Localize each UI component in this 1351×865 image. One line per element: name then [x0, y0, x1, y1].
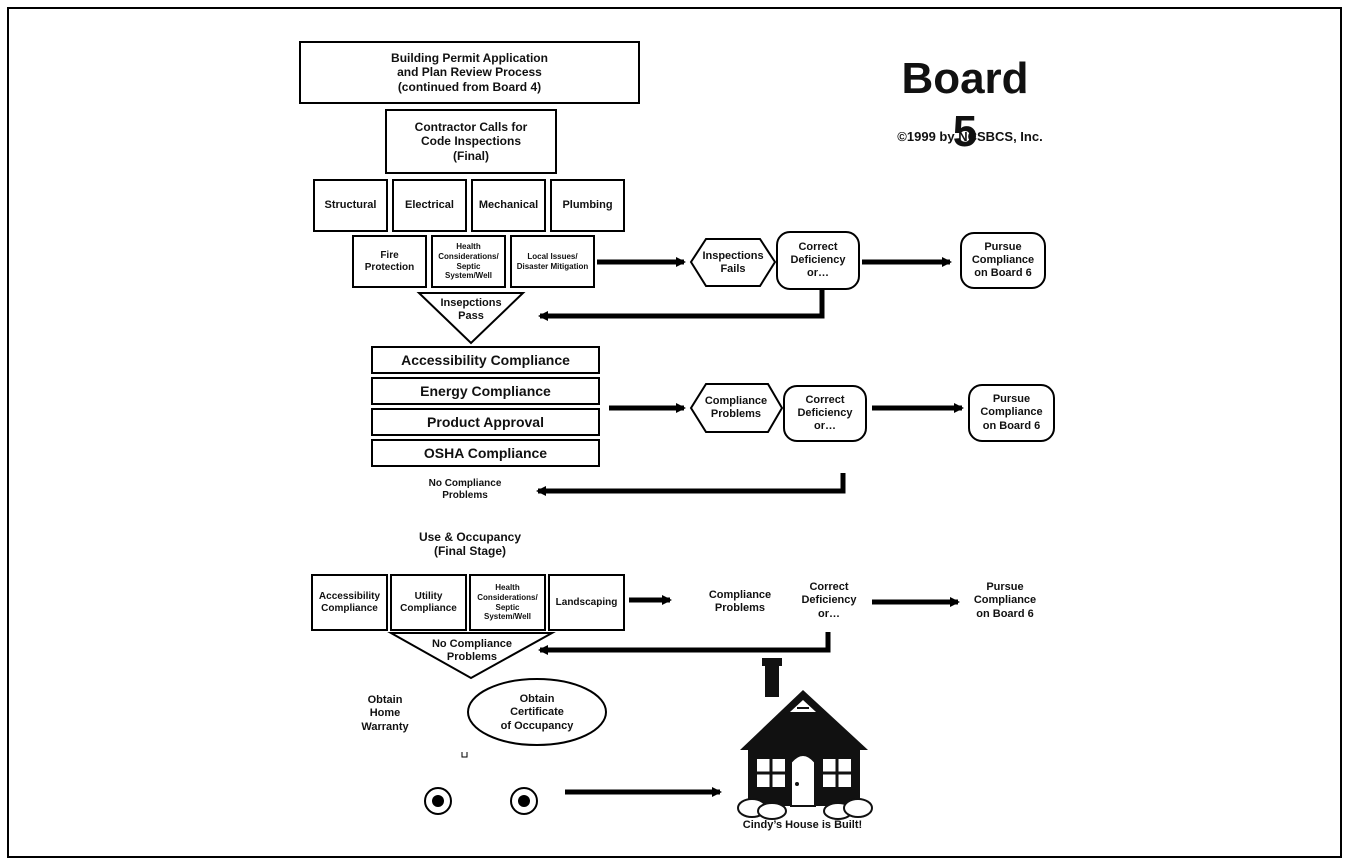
- use-occupancy-title: Use & Occupancy (Final Stage): [418, 529, 522, 558]
- final-landscaping-box: Landscaping: [548, 574, 625, 631]
- correct-deficiency-box-1: Correct Deficiency or…: [776, 231, 860, 290]
- compliance-problems-label-2: Compliance Problems: [708, 588, 772, 614]
- inspection-health: Health Considerations/ Septic System/Wel…: [431, 235, 506, 288]
- correct-deficiency-box-2: Correct Deficiency or…: [783, 385, 867, 442]
- board-frame: [7, 7, 1342, 858]
- energy-compliance-box: Energy Compliance: [371, 377, 600, 405]
- contractor-calls-box: Contractor Calls for Code Inspections (F…: [385, 109, 557, 174]
- accessibility-compliance-box: Accessibility Compliance: [371, 346, 600, 374]
- compliance-problems-label-1: Compliance Problems: [704, 394, 768, 420]
- certificate-ellipse: [467, 678, 607, 746]
- home-warranty-label: Obtain Home Warranty: [361, 694, 409, 733]
- house-icon: [737, 658, 873, 820]
- inspection-plumbing: Plumbing: [550, 179, 625, 232]
- final-health-box: Health Considerations/ Septic System/Wel…: [469, 574, 546, 631]
- inspections-pass-label: Insepctions Pass: [440, 296, 502, 322]
- inspections-pass-triangle: [416, 292, 526, 345]
- correct-deficiency-label-3: Correct Deficiency or…: [801, 581, 857, 620]
- target-circle-2: [510, 787, 538, 815]
- copyright-text: ©1999 by NCSBCS, Inc.: [897, 129, 1043, 145]
- house-caption: Cindy’s House is Built!: [742, 819, 863, 832]
- compliance-problems-shape: [689, 383, 784, 433]
- target-circle-1: [424, 787, 452, 815]
- inspections-fails-label: Inspections Fails: [702, 249, 764, 275]
- inspection-mechanical: Mechanical: [471, 179, 546, 232]
- no-compliance-problems-label-2: No Compliance Problems: [431, 637, 513, 663]
- inspections-fails-shape: [689, 238, 777, 287]
- board-title: Board 5: [901, 54, 1029, 156]
- final-utility-box: Utility Compliance: [390, 574, 467, 631]
- inspection-local-issues: Local Issues/ Disaster Mitigation: [510, 235, 595, 288]
- osha-compliance-box: OSHA Compliance: [371, 439, 600, 467]
- product-approval-box: Product Approval: [371, 408, 600, 436]
- inspection-electrical: Electrical: [392, 179, 467, 232]
- final-accessibility-box: Accessibility Compliance: [311, 574, 388, 631]
- permit-application-box: Building Permit Application and Plan Rev…: [299, 41, 640, 104]
- inspection-fire-protection: Fire Protection: [352, 235, 427, 288]
- pursue-compliance-box-1: Pursue Compliance on Board 6: [960, 232, 1046, 289]
- no-compliance-triangle: [387, 632, 556, 680]
- certificate-label: Obtain Certificate of Occupancy: [500, 693, 574, 732]
- inspection-structural: Structural: [313, 179, 388, 232]
- no-compliance-problems-label-1: No Compliance Problems: [428, 478, 502, 501]
- pursue-compliance-box-2: Pursue Compliance on Board 6: [968, 384, 1055, 442]
- pursue-compliance-label-3: Pursue Compliance on Board 6: [973, 581, 1037, 620]
